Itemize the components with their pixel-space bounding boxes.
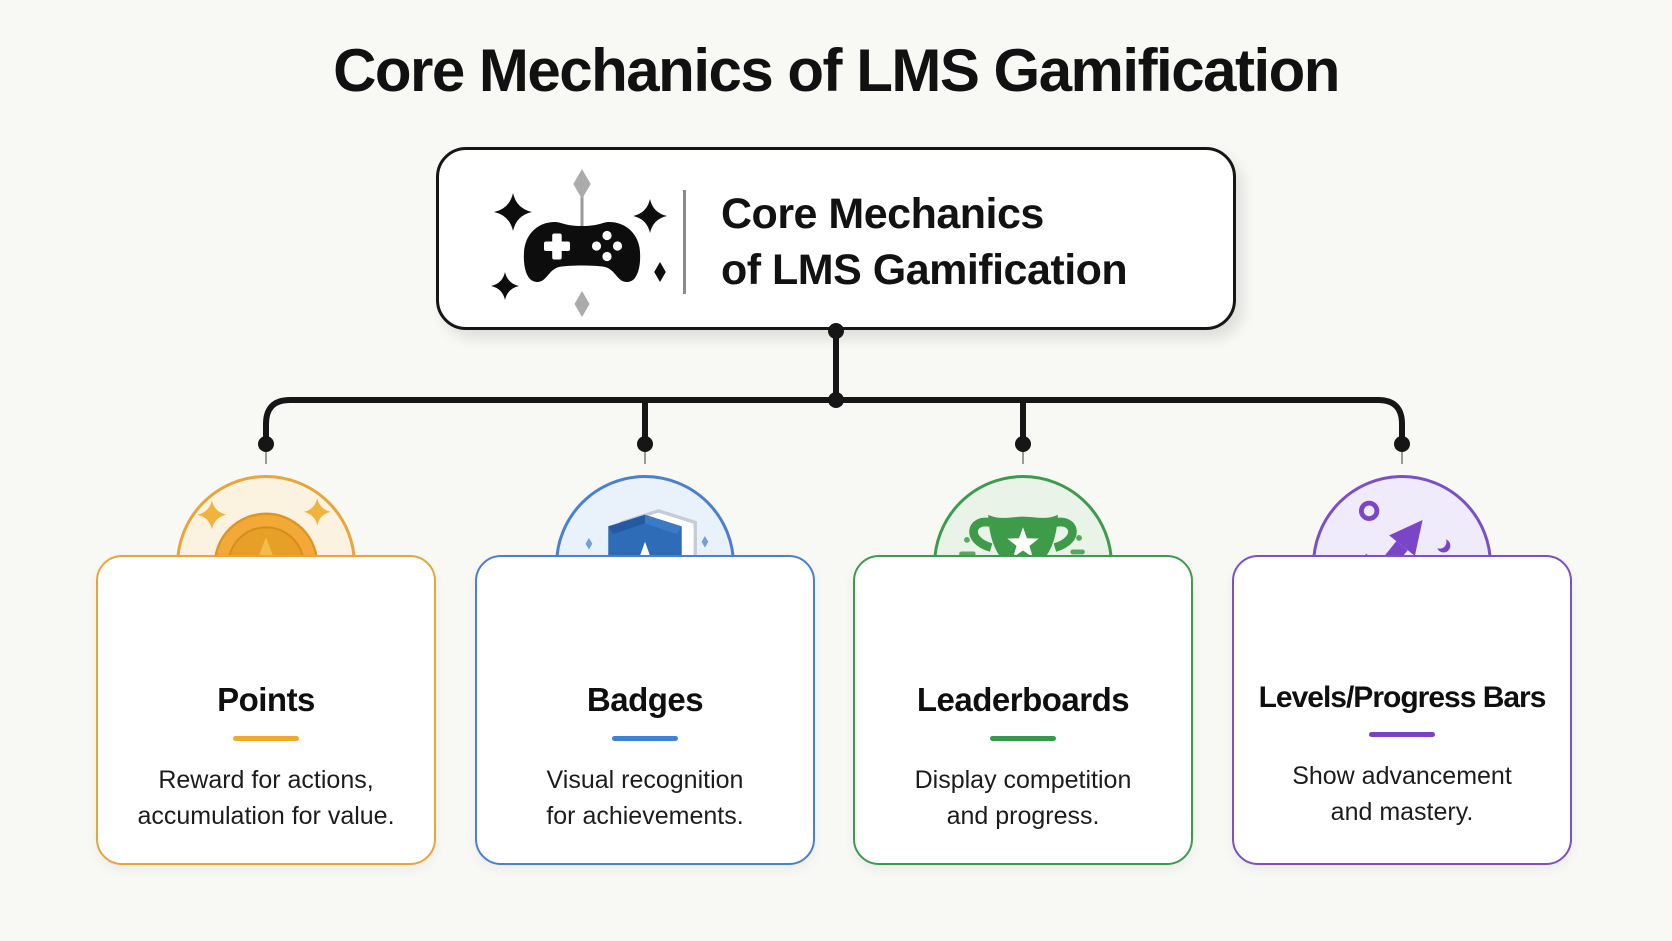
- levels-card: Levels/Progress Bars Show advancement an…: [1232, 555, 1572, 865]
- points-underline: [233, 736, 299, 741]
- badges-underline: [612, 736, 678, 741]
- levels-underline: [1369, 732, 1435, 737]
- badges-title: Badges: [586, 681, 704, 718]
- badges-description: Visual recognition for achievements.: [546, 766, 744, 830]
- leaderboards-title: Leaderboards: [916, 681, 1130, 718]
- badges-card: Badges Visual recognition for achievemen…: [475, 555, 815, 865]
- points-title: Points: [217, 681, 315, 718]
- leaderboards-description: Display competition and progress.: [914, 766, 1132, 830]
- levels-title: Levels/Progress Bars: [1258, 681, 1547, 714]
- header-title-line2: of LMS Gamification: [721, 246, 1128, 294]
- header-divider: [683, 190, 686, 294]
- points-description: Reward for actions, accumulation for val…: [137, 766, 395, 830]
- header-box-title: Core Mechanics of LMS Gamification: [721, 186, 1128, 298]
- leaderboards-card: Leaderboards Display competition and pro…: [853, 555, 1193, 865]
- header-title-line1: Core Mechanics: [721, 190, 1044, 238]
- page-title: Core Mechanics of LMS Gamification: [333, 37, 1340, 104]
- leaderboards-underline: [990, 736, 1056, 741]
- levels-description: Show advancement and mastery.: [1292, 762, 1512, 826]
- header-box: Core Mechanics of LMS Gamification: [436, 147, 1236, 330]
- gamepad-icon: [477, 164, 687, 319]
- points-card: Points Reward for actions, accumulation …: [96, 555, 436, 865]
